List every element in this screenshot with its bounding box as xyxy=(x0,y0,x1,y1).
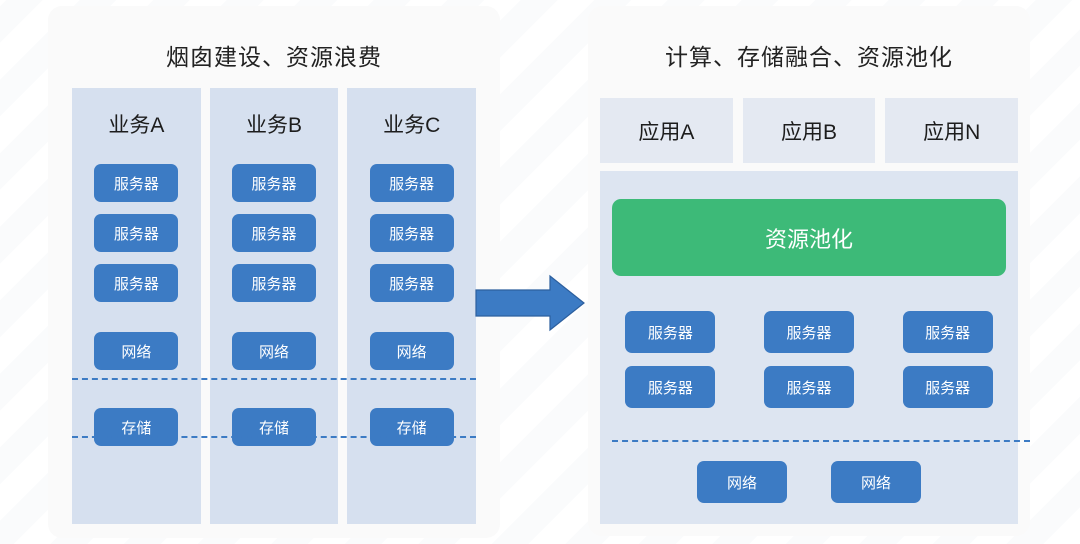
application-box-b[interactable]: 应用B xyxy=(742,98,876,163)
business-column-a-header: 业务A xyxy=(108,114,165,137)
server-chip[interactable]: 服务器 xyxy=(369,164,454,202)
network-chip[interactable]: 网络 xyxy=(232,332,316,370)
server-chip[interactable]: 服务器 xyxy=(94,214,179,252)
business-column-a-body: 服务器 服务器 服务器 网络 存储 xyxy=(72,160,201,446)
applications-row: 应用A 应用B 应用N xyxy=(600,98,1019,163)
transformation-arrow-icon xyxy=(475,274,585,332)
server-chip[interactable]: 服务器 xyxy=(625,366,716,408)
left-panel-title: 烟囱建设、资源浪费 xyxy=(166,44,382,70)
application-box-a[interactable]: 应用A xyxy=(600,98,733,163)
server-chip[interactable]: 服务器 xyxy=(369,264,454,302)
network-chip[interactable]: 网络 xyxy=(94,332,179,370)
pooled-server-grid: 服务器 服务器 服务器 服务器 服务器 服务器 xyxy=(612,311,1006,408)
network-chip[interactable]: 网络 xyxy=(697,461,787,503)
compute-network-divider xyxy=(72,378,476,380)
server-chip[interactable]: 服务器 xyxy=(232,264,316,302)
server-chip[interactable]: 服务器 xyxy=(902,311,993,353)
server-chip[interactable]: 服务器 xyxy=(232,214,316,252)
left-panel: 烟囱建设、资源浪费 业务A 服务器 服务器 服务器 网络 存储 业务B 服务器 … xyxy=(48,6,500,538)
server-chip[interactable]: 服务器 xyxy=(232,164,316,202)
business-column-c-body: 服务器 服务器 服务器 网络 存储 xyxy=(347,160,476,446)
right-panel-title: 计算、存储融合、资源池化 xyxy=(665,44,953,70)
network-chip[interactable]: 网络 xyxy=(831,461,921,503)
resource-pool-box[interactable]: 资源池化 xyxy=(612,199,1006,276)
resource-pool-container: 资源池化 服务器 服务器 服务器 服务器 服务器 服务器 网络 网络 xyxy=(600,171,1030,524)
server-chip[interactable]: 服务器 xyxy=(369,214,454,252)
network-storage-divider xyxy=(72,436,476,438)
server-chip[interactable]: 服务器 xyxy=(94,164,179,202)
storage-chip[interactable]: 存储 xyxy=(94,408,179,446)
server-chip[interactable]: 服务器 xyxy=(902,366,993,408)
business-column-b-body: 服务器 服务器 服务器 网络 存储 xyxy=(210,160,339,446)
server-chip[interactable]: 服务器 xyxy=(763,366,854,408)
storage-chip[interactable]: 存储 xyxy=(232,408,316,446)
network-chip[interactable]: 网络 xyxy=(369,332,454,370)
application-box-n[interactable]: 应用N xyxy=(885,98,1019,163)
storage-chip[interactable]: 存储 xyxy=(369,408,454,446)
business-column-b-header: 业务B xyxy=(246,114,303,137)
server-chip[interactable]: 服务器 xyxy=(625,311,716,353)
business-column-b: 业务B 服务器 服务器 服务器 网络 存储 xyxy=(209,88,339,524)
business-column-c: 业务C 服务器 服务器 服务器 网络 存储 xyxy=(347,88,477,524)
pooled-network-row: 网络 网络 xyxy=(612,461,1006,503)
pooled-compute-network-divider xyxy=(612,440,1030,442)
right-panel: 计算、存储融合、资源池化 应用A 应用B 应用N 资源池化 服务器 服务器 服务… xyxy=(588,6,1030,536)
business-columns: 业务A 服务器 服务器 服务器 网络 存储 业务B 服务器 服务器 服务器 网络… xyxy=(72,88,477,524)
business-column-a: 业务A 服务器 服务器 服务器 网络 存储 xyxy=(72,88,201,524)
business-column-c-header: 业务C xyxy=(383,114,441,137)
server-chip[interactable]: 服务器 xyxy=(763,311,854,353)
server-chip[interactable]: 服务器 xyxy=(94,264,179,302)
